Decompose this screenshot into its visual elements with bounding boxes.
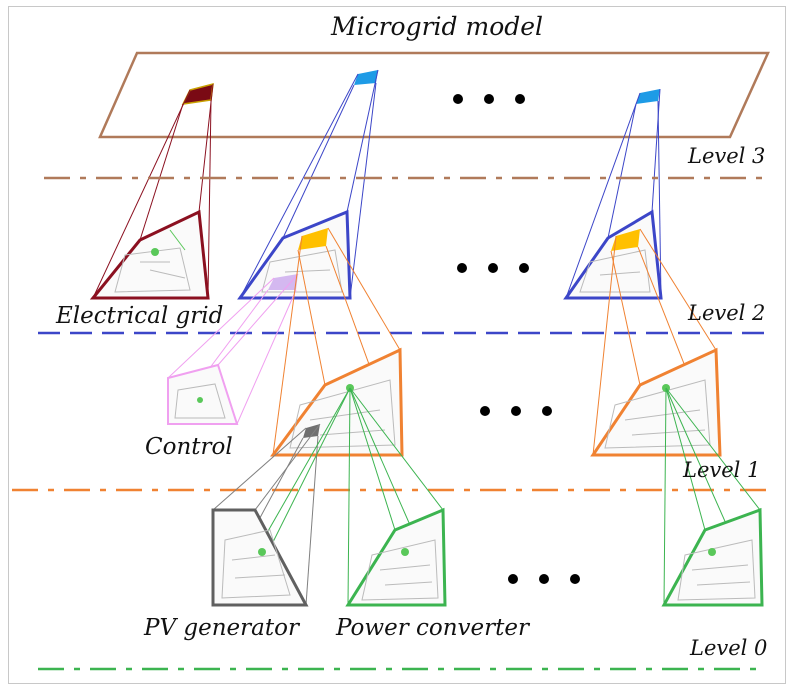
highlight-converter-in-subgrid-n — [611, 229, 640, 251]
highlight-subgrid-1 — [354, 70, 378, 85]
highlight-converter-in-subgrid — [298, 228, 328, 250]
control-frame — [167, 363, 239, 425]
subgrid-frame-n — [563, 209, 663, 300]
ellipsis-level2 — [457, 263, 529, 273]
subgrid-frame-1 — [237, 209, 352, 300]
ellipsis-level3 — [453, 94, 525, 104]
control-label: Control — [145, 434, 233, 460]
diagram-title: Microgrid model — [331, 12, 544, 41]
diagram-frame — [8, 6, 786, 684]
pv-generator-label: PV generator — [144, 615, 299, 641]
electrical-grid-label: Electrical grid — [56, 303, 224, 329]
projection-lines-electrical-grid — [92, 83, 214, 299]
highlight-electrical-grid — [181, 82, 214, 105]
projection-lines-level1 — [272, 227, 721, 456]
converter-frame-n — [661, 507, 764, 607]
level-1-label: Level 1 — [683, 458, 761, 482]
level-2-label: Level 2 — [688, 301, 766, 325]
ellipsis-level1 — [480, 406, 552, 416]
microgrid-model-plane — [98, 51, 770, 139]
projection-lines-level2-blue — [239, 69, 662, 299]
highlight-subgrid-n — [636, 89, 660, 104]
level1-frame-n — [590, 347, 722, 457]
level1-frame-1 — [270, 347, 404, 457]
level-3-label: Level 3 — [688, 144, 766, 168]
ellipsis-level0 — [508, 574, 580, 584]
power-converter-label: Power converter — [336, 615, 529, 641]
highlight-pv-in-level1 — [303, 424, 320, 438]
power-converter-frame — [345, 507, 447, 607]
pv-generator-frame — [211, 508, 309, 607]
highlight-control-in-subgrid — [268, 274, 298, 290]
electrical-grid-frame — [89, 209, 210, 300]
level-0-label: Level 0 — [690, 636, 768, 660]
